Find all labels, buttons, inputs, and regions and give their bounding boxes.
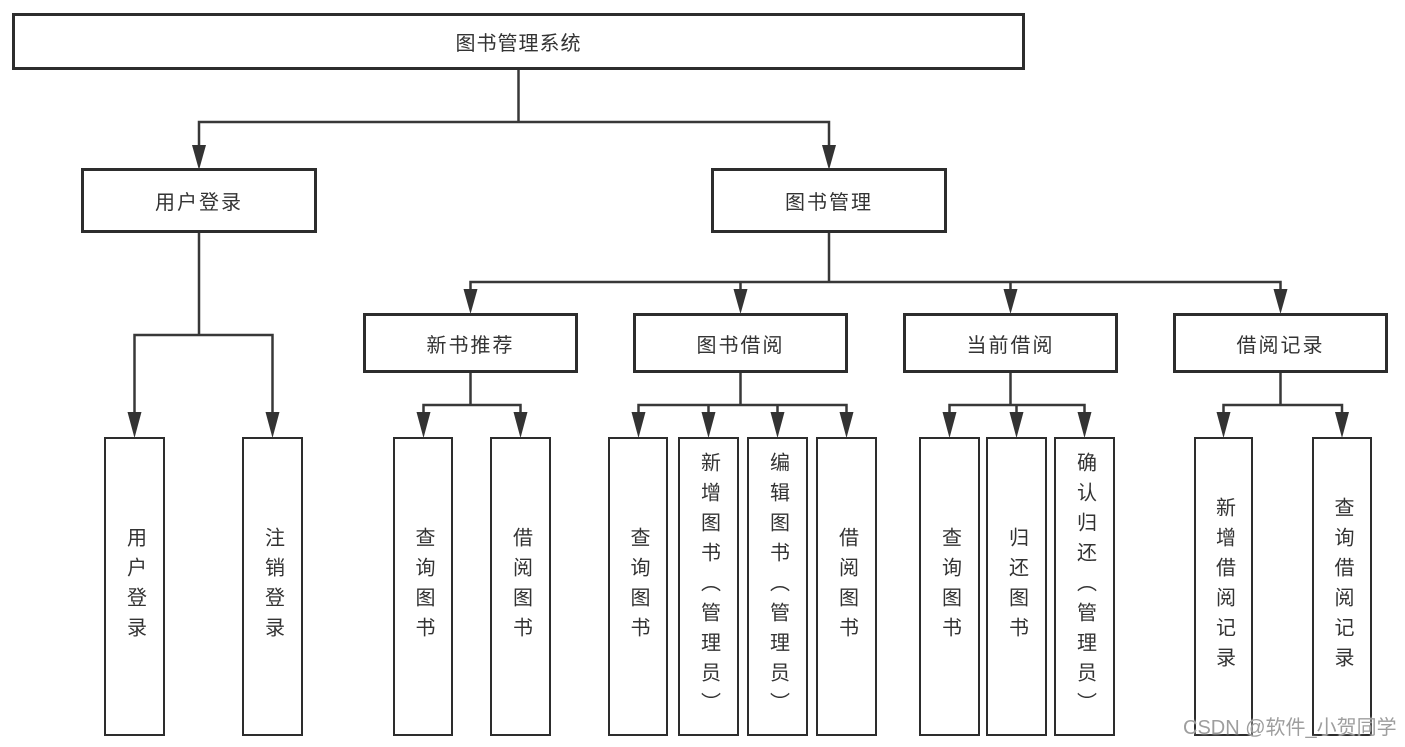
leaf-label: 查询图书 bbox=[627, 526, 649, 647]
node-borrowing-records: 借阅记录 bbox=[1173, 313, 1388, 373]
leaf-label: 编辑图书（管理员） bbox=[766, 451, 789, 722]
leaf-label: 借阅图书 bbox=[835, 526, 858, 647]
connector-shafts bbox=[133, 68, 1344, 417]
leaf-borrow-books-recommend: 借阅图书 bbox=[490, 437, 551, 736]
leaf-return-books: 归还图书 bbox=[986, 437, 1047, 736]
leaf-label: 用户登录 bbox=[123, 526, 146, 647]
leaf-confirm-return-admin: 确认归还（管理员） bbox=[1054, 437, 1115, 736]
leaf-label: 确认归还（管理员） bbox=[1073, 451, 1096, 722]
leaf-label: 查询借阅记录 bbox=[1331, 496, 1353, 677]
leaf-add-books-admin: 新增图书（管理员） bbox=[678, 437, 739, 736]
leaf-logout-login: 注销登录 bbox=[242, 437, 303, 736]
leaf-label: 借阅图书 bbox=[509, 526, 532, 647]
csdn-watermark: CSDN @软件_小贺同学 bbox=[1183, 717, 1397, 739]
leaf-label: 归还图书 bbox=[1005, 526, 1028, 647]
leaf-borrow-books-borrowing: 借阅图书 bbox=[816, 437, 877, 736]
leaf-label: 查询图书 bbox=[412, 526, 434, 647]
leaf-add-borrow-record: 新增借阅记录 bbox=[1194, 437, 1253, 736]
leaf-edit-books-admin: 编辑图书（管理员） bbox=[747, 437, 808, 736]
node-current-borrowing: 当前借阅 bbox=[903, 313, 1118, 373]
leaf-label: 查询图书 bbox=[938, 526, 961, 647]
leaf-query-books-borrowing: 查询图书 bbox=[608, 437, 668, 736]
leaf-query-books-recommend: 查询图书 bbox=[393, 437, 453, 736]
leaf-label: 新增图书（管理员） bbox=[697, 451, 720, 722]
node-book-management: 图书管理 bbox=[711, 168, 947, 233]
node-book-borrowing: 图书借阅 bbox=[633, 313, 848, 373]
leaf-label: 注销登录 bbox=[261, 526, 284, 647]
connector-arrowheads bbox=[127, 145, 1349, 438]
node-library-system: 图书管理系统 bbox=[12, 13, 1025, 70]
node-user-login: 用户登录 bbox=[81, 168, 317, 233]
leaf-query-borrow-record: 查询借阅记录 bbox=[1312, 437, 1372, 736]
leaf-user-login: 用户登录 bbox=[104, 437, 165, 736]
leaf-label: 新增借阅记录 bbox=[1212, 496, 1235, 677]
node-new-book-recommend: 新书推荐 bbox=[363, 313, 578, 373]
leaf-query-books-current: 查询图书 bbox=[919, 437, 980, 736]
